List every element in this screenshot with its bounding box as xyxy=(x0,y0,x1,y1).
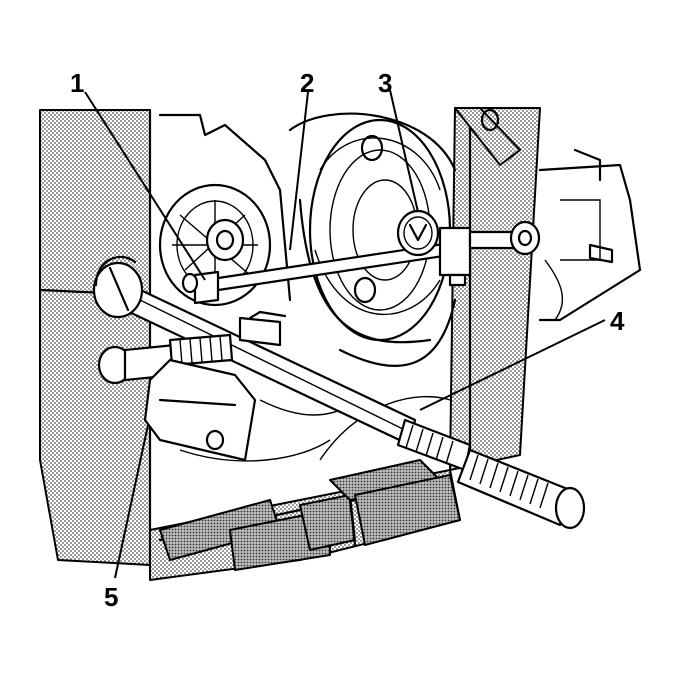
callout-1: 1 xyxy=(70,68,84,98)
oil-pump-gear xyxy=(158,183,272,307)
forcing-screw xyxy=(396,418,586,530)
dial-indicator xyxy=(396,209,541,287)
callout-3: 3 xyxy=(378,68,392,98)
upper-right-housing xyxy=(538,148,642,322)
callout-5: 5 xyxy=(104,582,118,612)
right-block-wall xyxy=(449,107,541,471)
callout-2: 2 xyxy=(300,68,314,98)
leader-lines xyxy=(84,89,606,579)
callout-4: 4 xyxy=(610,306,625,336)
top-bracket xyxy=(454,107,521,166)
support-blocks xyxy=(159,459,461,571)
puller-knob xyxy=(92,255,144,319)
leg-adjuster xyxy=(97,310,287,462)
engine-casting xyxy=(158,112,457,462)
